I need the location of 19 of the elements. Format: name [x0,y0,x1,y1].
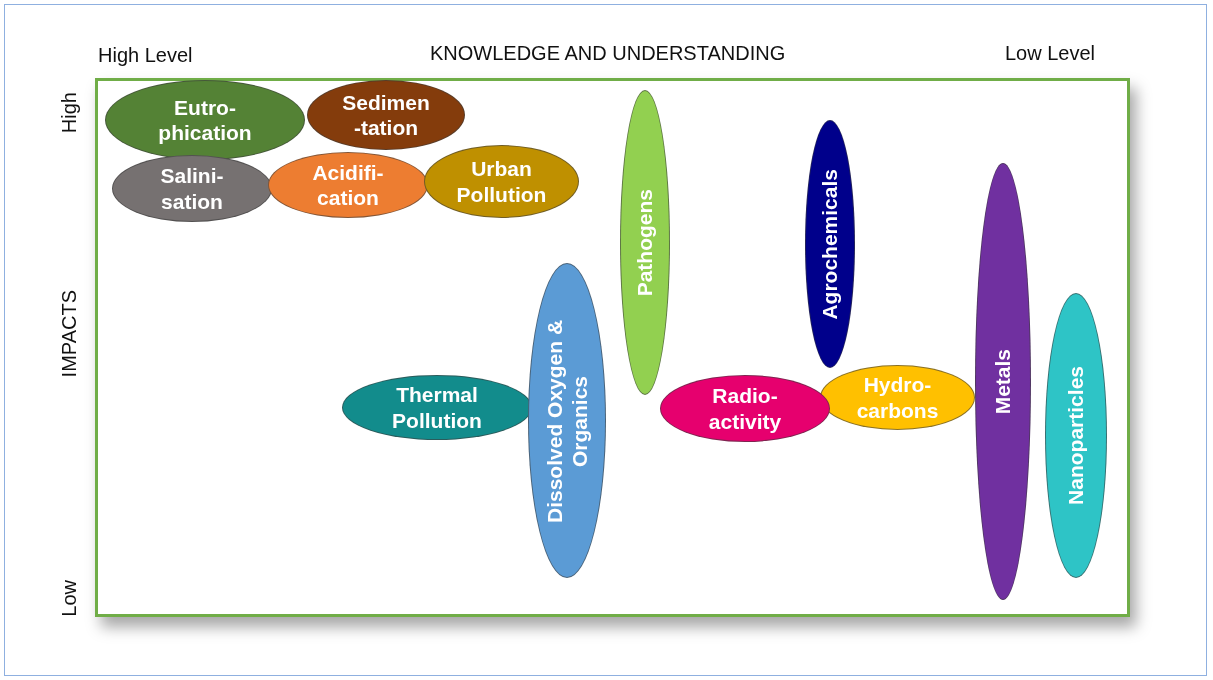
axis-title: KNOWLEDGE AND UNDERSTANDING [430,42,786,65]
axis-end-label: High Level [98,44,193,67]
topic-label: Pathogens [632,188,658,297]
axis-end-label: High [58,92,81,134]
topic-label: Thermal Pollution [391,382,483,433]
axis-end-label: Low [58,580,81,617]
axis-title: IMPACTS [58,290,81,378]
topic-label: Urban Pollution [455,156,548,207]
topic-label: Acidifi- cation [311,159,385,211]
topic-label: Eutro- phication [157,94,253,146]
topic-label: Agrochemicals [817,168,843,320]
topic-label: Salini- sation [159,163,225,214]
topic-label: Radio- activity [707,383,783,434]
topic-label: Metals [990,348,1016,415]
topic-label: Nanoparticles [1063,366,1089,505]
axis-end-label: Low Level [1005,42,1096,65]
topic-label: Dissolved Oxygen & Organics [541,317,592,525]
topic-label: Sedimen -tation [341,89,431,141]
topic-label: Hydro- carbons [855,372,940,423]
